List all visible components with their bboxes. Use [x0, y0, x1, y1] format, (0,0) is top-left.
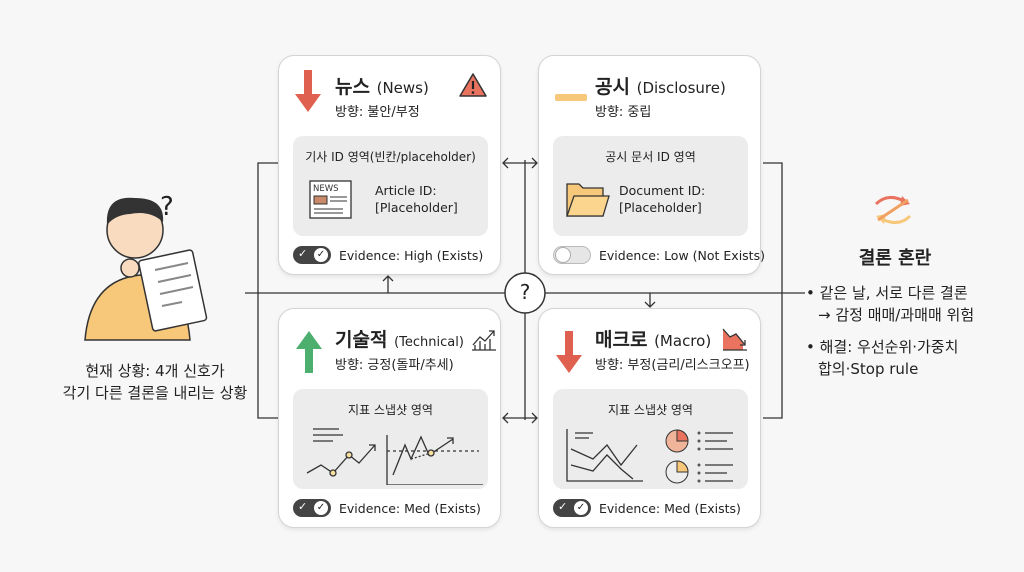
indicator-charts: [566, 429, 733, 484]
swap-arrows-icon: [874, 196, 912, 224]
article-id-label: Article ID:: [375, 183, 437, 198]
warning-icon: [459, 73, 487, 97]
chart-up-icon: [472, 330, 496, 351]
news-card: 뉴스 (News) 방향: 불안/부정 기사 ID 영역(빈칸/placehol…: [278, 55, 501, 275]
bullet-1-line-2: → 감정 매매/과매매 위험: [818, 306, 975, 324]
direction: 방향: 불안/부정: [335, 105, 420, 120]
person-question-mark: ?: [160, 192, 174, 222]
macro-card: 매크로 (Macro) 방향: 부정(금리/리스크오프) 지표 스냅샷 영역 ✓…: [538, 308, 761, 528]
evidence-toggle[interactable]: ✓✓: [293, 246, 331, 264]
direction: 방향: 긍정(돌파/추세): [335, 358, 454, 373]
article-id-area: 기사 ID 영역(빈칸/placeholder) NEWS Article ID…: [293, 136, 488, 236]
card-title: 뉴스: [335, 76, 370, 98]
evidence-row: ✓✓ Evidence: Med (Exists): [553, 499, 741, 517]
evidence-label: Evidence: Med (Exists): [339, 500, 481, 516]
card-title: 기술적: [335, 329, 388, 351]
direction: 방향: 중립: [595, 105, 652, 120]
evidence-row: Evidence: Low (Not Exists): [553, 246, 765, 264]
arrow-down-icon: [295, 70, 321, 112]
card-title: 공시: [595, 76, 630, 98]
chart-down-icon: [722, 328, 747, 351]
confused-person-illustration: [84, 197, 208, 341]
evidence-row: ✓✓ Evidence: Med (Exists): [293, 499, 481, 517]
evidence-toggle[interactable]: [553, 246, 591, 264]
card-title-en: (News): [376, 79, 429, 97]
situation-line-2: 각기 다른 결론을 내리는 상황: [62, 384, 248, 402]
area-title: 공시 문서 ID 영역: [605, 150, 696, 164]
indicator-snapshot-area: 지표 스냅샷 영역: [293, 389, 488, 489]
indicator-charts: [306, 428, 483, 485]
situation-line-1: 현재 상황: 4개 신호가: [85, 362, 225, 380]
evidence-label: Evidence: High (Exists): [339, 247, 484, 263]
document-id-value: [Placeholder]: [619, 200, 702, 215]
neutral-dash-icon: [555, 94, 587, 101]
evidence-label: Evidence: Low (Not Exists): [599, 247, 765, 263]
evidence-row: ✓✓ Evidence: High (Exists): [293, 246, 483, 264]
card-title-en: (Technical): [394, 335, 464, 350]
evidence-toggle[interactable]: ✓✓: [293, 499, 331, 517]
card-title-en: (Macro): [654, 332, 712, 350]
area-title: 지표 스냅샷 영역: [348, 403, 433, 417]
bullet-1-line-1: • 같은 날, 서로 다른 결론: [806, 284, 968, 302]
confusion-title: 결론 혼란: [858, 248, 932, 269]
center-question-mark: ?: [519, 280, 531, 304]
document-id-label: Document ID:: [619, 183, 706, 198]
card-title: 매크로: [595, 329, 648, 351]
article-id-value: [Placeholder]: [375, 200, 458, 215]
indicator-snapshot-area: 지표 스냅샷 영역: [553, 389, 748, 489]
bullet-2-line-2: 합의·Stop rule: [818, 360, 919, 378]
bullet-2-line-1: • 해결: 우선순위·가중치: [806, 338, 959, 356]
arrow-down-icon: [556, 331, 582, 373]
area-title: 지표 스냅샷 영역: [608, 403, 693, 417]
evidence-toggle[interactable]: ✓✓: [553, 499, 591, 517]
arrow-up-icon: [296, 331, 322, 373]
technical-card: 기술적 (Technical) 방향: 긍정(돌파/추세) 지표 스냅샷 영역 …: [278, 308, 501, 528]
document-id-area: 공시 문서 ID 영역 Document ID: [Placeholder]: [553, 136, 748, 236]
evidence-label: Evidence: Med (Exists): [599, 500, 741, 516]
card-title-en: (Disclosure): [636, 79, 726, 97]
direction: 방향: 부정(금리/리스크오프): [595, 358, 750, 373]
disclosure-card: 공시 (Disclosure) 방향: 중립 공시 문서 ID 영역 Docum…: [538, 55, 765, 275]
area-title: 기사 ID 영역(빈칸/placeholder): [305, 150, 476, 164]
newspaper-icon: NEWS: [309, 180, 352, 219]
folder-icon: [566, 183, 610, 217]
newspaper-icon-label: NEWS: [313, 184, 339, 194]
